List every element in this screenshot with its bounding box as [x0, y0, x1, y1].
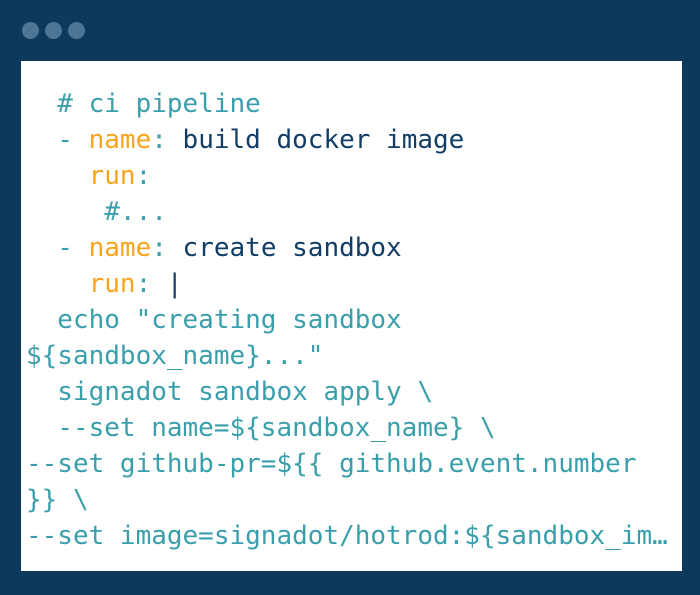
yaml-key: run [26, 161, 136, 191]
code-comment: #... [26, 197, 167, 227]
yaml-colon: : [151, 125, 167, 155]
code-line: }} \ [26, 482, 682, 518]
yaml-key: name [88, 233, 152, 263]
yaml-key: run [26, 269, 136, 299]
yaml-value: build docker image [166, 125, 465, 155]
window-titlebar [0, 0, 700, 61]
code-line: --set name=${sandbox_name} \ [26, 410, 682, 446]
shell-command: --set name=${sandbox_name} \ [26, 413, 496, 443]
code-line: run: | [26, 266, 682, 302]
yaml-pipe: | [151, 269, 183, 299]
yaml-colon: : [135, 269, 152, 299]
window-control-dot[interactable] [22, 22, 39, 39]
yaml-value: create sandbox [166, 233, 402, 263]
code-line: signadot sandbox apply \ [26, 374, 682, 410]
code-panel: # ci pipeline - name: build docker image… [21, 61, 682, 571]
code-line: echo "creating sandbox [26, 302, 682, 338]
code-line: --set image=signadot/hotrod:${sandbox_im… [26, 518, 682, 554]
window-control-dot[interactable] [68, 22, 85, 39]
shell-command: --set image=signadot/hotrod:${sandbox_im… [26, 521, 668, 551]
shell-command: signadot sandbox apply \ [26, 377, 433, 407]
shell-command: echo "creating sandbox [26, 305, 402, 335]
shell-command: --set github-pr=${{ github.event.number [26, 449, 637, 479]
window-control-dot[interactable] [45, 22, 62, 39]
yaml-colon: : [135, 161, 152, 191]
code-line: run: [26, 158, 682, 194]
yaml-key: name [88, 125, 152, 155]
code-line: - name: build docker image [26, 122, 682, 158]
shell-command: }} \ [26, 485, 89, 515]
yaml-dash: - [26, 233, 89, 263]
yaml-dash: - [26, 125, 89, 155]
code-line: --set github-pr=${{ github.event.number [26, 446, 682, 482]
shell-command: ${sandbox_name}..." [26, 341, 324, 371]
code-block: # ci pipeline - name: build docker image… [21, 61, 682, 554]
code-line: # ci pipeline [26, 86, 682, 122]
code-line: ${sandbox_name}..." [26, 338, 682, 374]
yaml-colon: : [151, 233, 167, 263]
code-line: #... [26, 194, 682, 230]
code-line: - name: create sandbox [26, 230, 682, 266]
code-comment: # ci pipeline [26, 89, 261, 119]
